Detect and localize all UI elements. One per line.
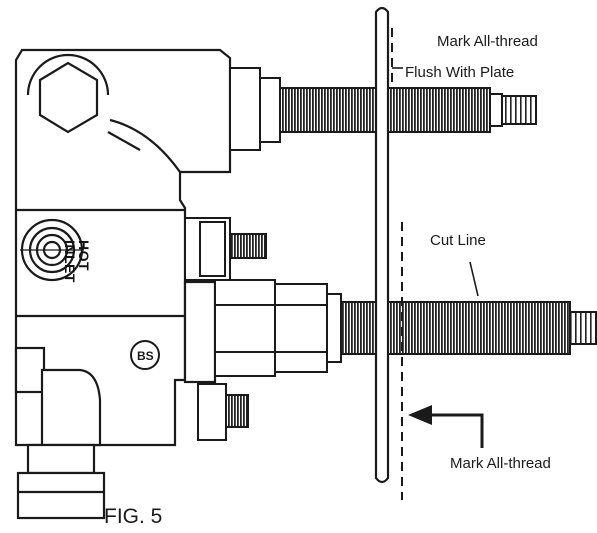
bottom-elbow <box>14 346 106 520</box>
cut-line-leader <box>469 261 479 297</box>
valve-body <box>14 48 232 447</box>
mark-arrow <box>408 405 484 448</box>
hot-inlet-stamp: HOT INLET <box>62 240 92 283</box>
inlet-text: INLET <box>62 240 78 283</box>
label-cut-line: Cut Line <box>430 232 486 249</box>
hot-inlet-port <box>20 218 84 282</box>
label-mark-allthread-bottom: Mark All-thread <box>450 455 551 472</box>
top-hex-plug <box>26 53 181 173</box>
middle-cartridge-assembly <box>184 217 597 377</box>
mounting-plate <box>374 6 390 484</box>
logo-text: BS <box>137 349 154 363</box>
lower-fitting <box>197 383 249 441</box>
brand-logo: BS <box>130 340 160 370</box>
dashed-guides <box>391 28 403 500</box>
label-mark-allthread-top: Mark All-thread <box>437 33 538 50</box>
label-flush-with-plate: Flush With Plate <box>405 64 515 81</box>
upper-stem-assembly <box>229 67 537 151</box>
figure-caption: FIG. 5 <box>104 505 163 528</box>
hot-text: HOT <box>76 240 92 272</box>
